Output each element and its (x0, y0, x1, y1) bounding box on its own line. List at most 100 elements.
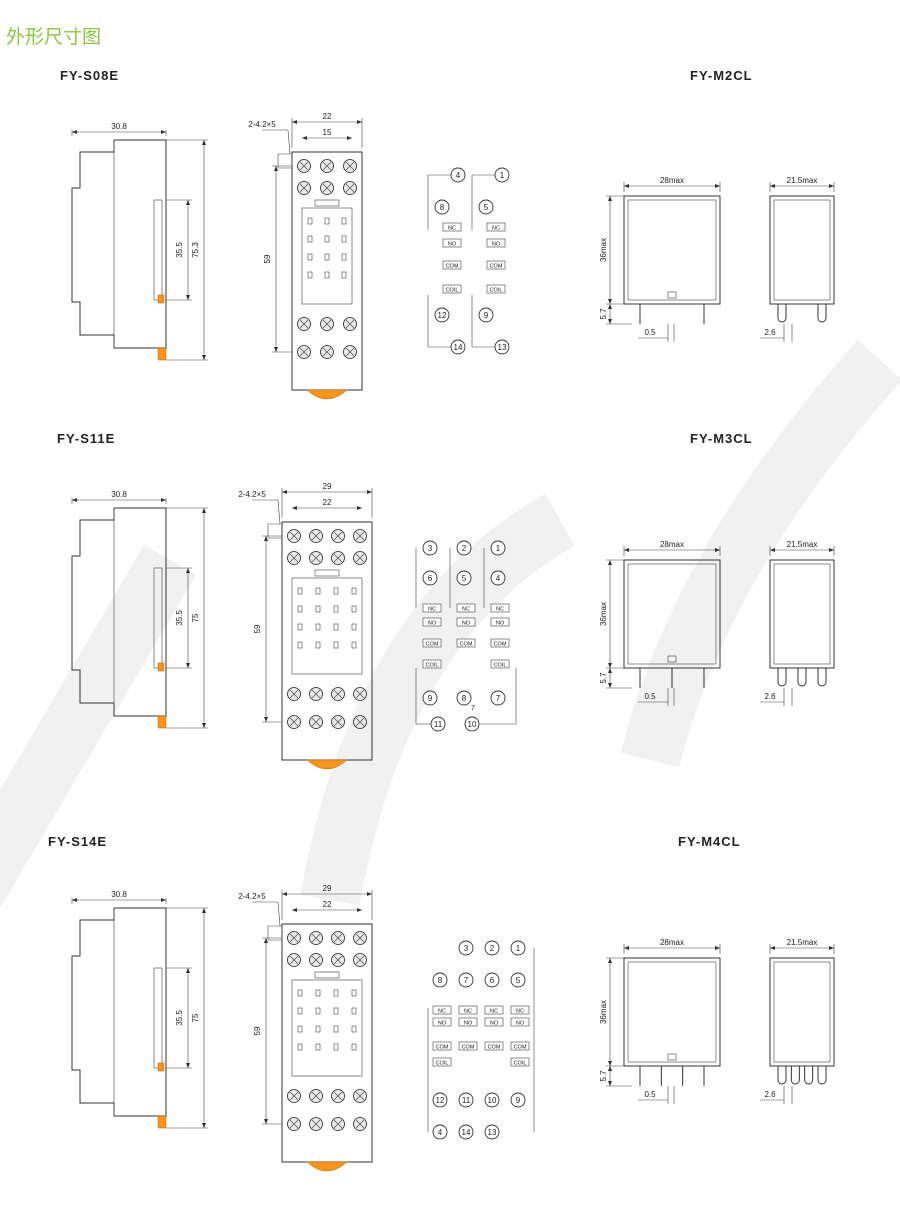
line (333, 717, 343, 727)
arrow-head (770, 184, 775, 188)
pin-slot (315, 605, 321, 613)
terminal-circle (484, 940, 500, 956)
contact-label: NC (516, 1009, 524, 1015)
terminal-number: 8 (438, 976, 443, 985)
arrow-head (202, 908, 206, 913)
terminal-number: 5 (516, 976, 521, 985)
pin-slot (351, 989, 357, 997)
pin-slot (324, 235, 330, 243)
pin-slot (333, 1007, 339, 1015)
terminal-circle (458, 1124, 474, 1140)
dimension-label: 30.8 (111, 890, 127, 899)
terminal-circle (490, 540, 506, 556)
dimension-label: 28max (660, 938, 684, 947)
arrow-head (264, 1119, 268, 1124)
terminal-extra-label: 7 (471, 705, 475, 712)
outline (71, 908, 167, 1117)
contact-box (432, 1057, 452, 1067)
contact-label: NO (428, 621, 437, 627)
pin-slot (333, 623, 339, 631)
pin-slot (315, 587, 321, 595)
terminal-circle (432, 1092, 448, 1108)
terminal-number: 3 (464, 944, 469, 953)
terminal-number: 10 (488, 1096, 497, 1105)
contact-box (422, 617, 442, 627)
pin-tab (804, 1066, 814, 1085)
pin-slot (315, 623, 321, 631)
line (311, 1119, 321, 1129)
contact-label: COM (494, 642, 507, 648)
terminal-number: 1 (500, 171, 505, 180)
arrow-head (608, 560, 612, 565)
arrow-head (715, 946, 720, 950)
din-rail-slot (153, 967, 163, 1069)
model-title-fy-m4cl: FY-M4CL (678, 834, 741, 849)
relay-side-case (769, 957, 835, 1067)
arrow-head (292, 506, 297, 510)
pin-slot (324, 271, 330, 279)
dimension-label: 28max (660, 540, 684, 549)
pin-tab (777, 668, 787, 687)
relay-side-inner (773, 563, 831, 665)
arrow-head (715, 548, 720, 552)
relay-seat (301, 207, 353, 305)
contact-label: NO (516, 1021, 525, 1027)
dimension-label: 29 (323, 482, 332, 491)
arrow-head (202, 723, 206, 728)
dimension-label: 36max (599, 602, 608, 626)
terminal-number: 14 (462, 1128, 471, 1137)
contact-box (510, 1005, 530, 1015)
arrow-head (624, 548, 629, 552)
dimension-label: 30.8 (111, 490, 127, 499)
latch-tab (157, 294, 165, 304)
pin-tab (777, 1066, 787, 1085)
mount-hole (277, 153, 293, 169)
contact-box (486, 284, 506, 294)
terminal-number: 9 (484, 311, 489, 320)
line (345, 319, 355, 329)
line (289, 717, 299, 727)
relay-seat (291, 979, 363, 1077)
terminal-number: 8 (440, 203, 445, 212)
terminal-number: 1 (516, 944, 521, 953)
dimension-label: 2-4.2×5 (248, 120, 276, 129)
dimension-label: 2-4.2×5 (238, 490, 266, 499)
line (333, 933, 343, 943)
line (333, 531, 343, 541)
terminal-number: 2 (490, 944, 495, 953)
dimension-label: 30.8 (111, 122, 127, 131)
relay-side-inner (773, 961, 831, 1063)
pin-slot (324, 217, 330, 225)
contact-box (432, 1017, 452, 1027)
terminal-number: 10 (468, 720, 477, 729)
clip-slot (314, 199, 340, 207)
terminal-number: 1 (496, 544, 501, 553)
arrow-head (282, 892, 287, 896)
dimension-label: 29 (323, 884, 332, 893)
latch-orange (306, 389, 348, 400)
pin-tab (817, 304, 827, 323)
dimension-label: 35.5 (175, 242, 184, 258)
arrow-head (367, 490, 372, 494)
line (311, 1091, 321, 1101)
line (333, 1119, 343, 1129)
contact-box (490, 603, 510, 613)
terminal-circle (432, 1124, 448, 1140)
relay-seat (291, 577, 363, 675)
contact-box (510, 1041, 530, 1051)
arrow-head (264, 717, 268, 722)
line (287, 129, 291, 155)
relay-case-inner (627, 563, 717, 665)
line (299, 183, 309, 193)
clip-slot (314, 971, 340, 979)
contact-label: COM (490, 264, 503, 270)
line (355, 955, 365, 965)
contact-label: COM (462, 1045, 475, 1051)
watermark (0, 339, 900, 909)
dimension-label: 75.3 (191, 242, 200, 258)
pin-slot (333, 989, 339, 997)
contact-box (486, 222, 506, 232)
